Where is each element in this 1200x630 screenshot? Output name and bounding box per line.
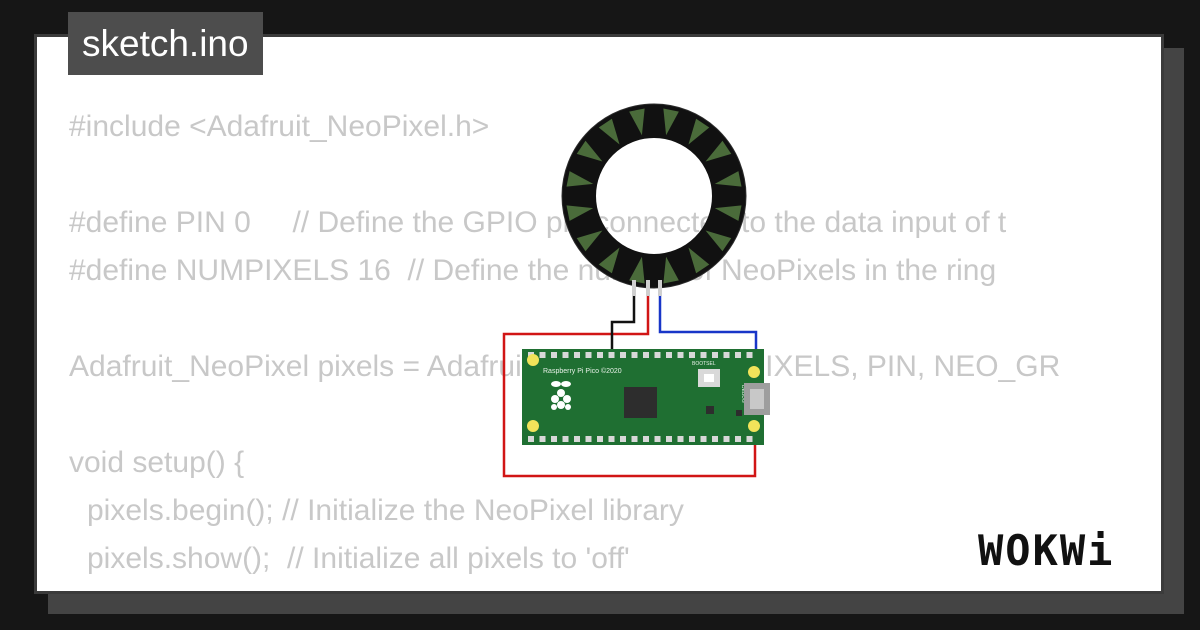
header-pin[interactable] bbox=[585, 436, 592, 442]
ring-pins bbox=[632, 280, 662, 296]
wire-data bbox=[610, 292, 636, 352]
rp2040-chip bbox=[624, 387, 657, 418]
neopixel-led bbox=[688, 118, 710, 145]
header-pin[interactable] bbox=[620, 352, 626, 358]
ring-outer-edge bbox=[561, 103, 747, 289]
neopixel-led bbox=[629, 108, 645, 136]
header-pin[interactable] bbox=[666, 352, 672, 358]
pin-header-bottom bbox=[528, 436, 753, 442]
code-line: } bbox=[69, 583, 1060, 591]
pin-header-top bbox=[528, 352, 753, 358]
header-pin[interactable] bbox=[677, 352, 684, 358]
header-pin[interactable] bbox=[551, 352, 557, 358]
header-pin[interactable] bbox=[597, 352, 603, 358]
header-pin[interactable] bbox=[689, 352, 695, 358]
code-line: pixels.begin(); // Initialize the NeoPix… bbox=[87, 494, 684, 527]
header-pin[interactable] bbox=[551, 436, 557, 442]
header-pin[interactable] bbox=[746, 352, 753, 358]
header-pin[interactable] bbox=[723, 352, 730, 358]
header-pin[interactable] bbox=[700, 436, 707, 442]
mount-hole bbox=[527, 354, 539, 366]
neopixel-led bbox=[598, 118, 620, 145]
code-line: void setup() { bbox=[69, 446, 245, 479]
wire-power bbox=[502, 292, 757, 478]
header-pin[interactable] bbox=[620, 436, 626, 442]
code-preview: #include <Adafruit_NeoPixel.h> #define PI… bbox=[69, 103, 1060, 591]
neopixel-led bbox=[576, 140, 603, 162]
header-pin[interactable] bbox=[654, 436, 661, 442]
regulator bbox=[706, 406, 714, 414]
ring-body bbox=[562, 104, 746, 288]
header-pin[interactable] bbox=[712, 436, 718, 442]
neopixel-led bbox=[714, 171, 742, 187]
header-pin[interactable] bbox=[528, 436, 534, 442]
header-pin[interactable] bbox=[700, 352, 707, 358]
header-pin[interactable] bbox=[631, 436, 638, 442]
header-pin[interactable] bbox=[643, 352, 649, 358]
neopixel-led bbox=[566, 205, 594, 221]
code-line: pixels.show(); // Initialize all pixels … bbox=[87, 542, 630, 575]
neopixel-ring[interactable] bbox=[561, 103, 747, 296]
code-line: #include <Adafruit_NeoPixel.h> bbox=[69, 110, 490, 143]
neopixel-led bbox=[705, 140, 732, 162]
wokwi-logo: WOKWi bbox=[978, 526, 1150, 576]
header-pin[interactable] bbox=[574, 436, 580, 442]
raspberry-logo-icon bbox=[551, 381, 571, 410]
bootsel-button-face bbox=[704, 374, 714, 382]
header-pin[interactable] bbox=[608, 436, 615, 442]
header-pin[interactable] bbox=[654, 352, 661, 358]
header-pin[interactable] bbox=[723, 436, 730, 442]
wokwi-logo-text: WOKWi bbox=[978, 526, 1115, 575]
header-pin[interactable] bbox=[746, 436, 753, 442]
header-pin[interactable] bbox=[712, 352, 718, 358]
board-label: Raspberry Pi Pico ©2020 bbox=[543, 367, 622, 375]
header-pin[interactable] bbox=[585, 352, 592, 358]
header-pin[interactable] bbox=[735, 436, 741, 442]
code-line: #define PIN 0 // Define the GPIO pin con… bbox=[69, 206, 1007, 239]
ring-pixels bbox=[566, 108, 742, 284]
header-pin[interactable] bbox=[735, 352, 741, 358]
neopixel-led bbox=[663, 108, 679, 136]
ring-pin bbox=[632, 280, 636, 296]
neopixel-led bbox=[629, 256, 645, 284]
header-pin[interactable] bbox=[631, 352, 638, 358]
wire-ground bbox=[658, 292, 758, 354]
ring-pin bbox=[646, 280, 650, 296]
header-pin[interactable] bbox=[666, 436, 672, 442]
header-pin[interactable] bbox=[574, 352, 580, 358]
header-pin[interactable] bbox=[677, 436, 684, 442]
header-pin[interactable] bbox=[539, 436, 546, 442]
usb-port-inner bbox=[750, 389, 764, 409]
header-pin[interactable] bbox=[539, 352, 546, 358]
mount-hole bbox=[527, 420, 539, 432]
neopixel-led bbox=[598, 247, 620, 274]
neopixel-led bbox=[705, 230, 732, 252]
header-pin[interactable] bbox=[689, 436, 695, 442]
neopixel-led bbox=[714, 205, 742, 221]
pico-board[interactable]: Raspberry Pi Pico ©2020 BOOTSEL DEBUG bbox=[522, 349, 770, 445]
header-pin[interactable] bbox=[608, 352, 615, 358]
debug-label: DEBUG bbox=[740, 385, 746, 403]
file-title: sketch.ino bbox=[68, 12, 263, 75]
header-pin[interactable] bbox=[562, 352, 569, 358]
header-pin[interactable] bbox=[597, 436, 603, 442]
neopixel-led bbox=[688, 247, 710, 274]
neopixel-led bbox=[566, 171, 594, 187]
bootsel-label: BOOTSEL bbox=[692, 361, 716, 367]
smd-component bbox=[736, 410, 742, 416]
header-pin[interactable] bbox=[643, 436, 649, 442]
mount-hole bbox=[748, 366, 760, 378]
mount-hole bbox=[748, 420, 760, 432]
neopixel-led bbox=[663, 256, 679, 284]
header-pin[interactable] bbox=[562, 436, 569, 442]
ring-pin bbox=[658, 280, 662, 296]
neopixel-led bbox=[576, 230, 603, 252]
